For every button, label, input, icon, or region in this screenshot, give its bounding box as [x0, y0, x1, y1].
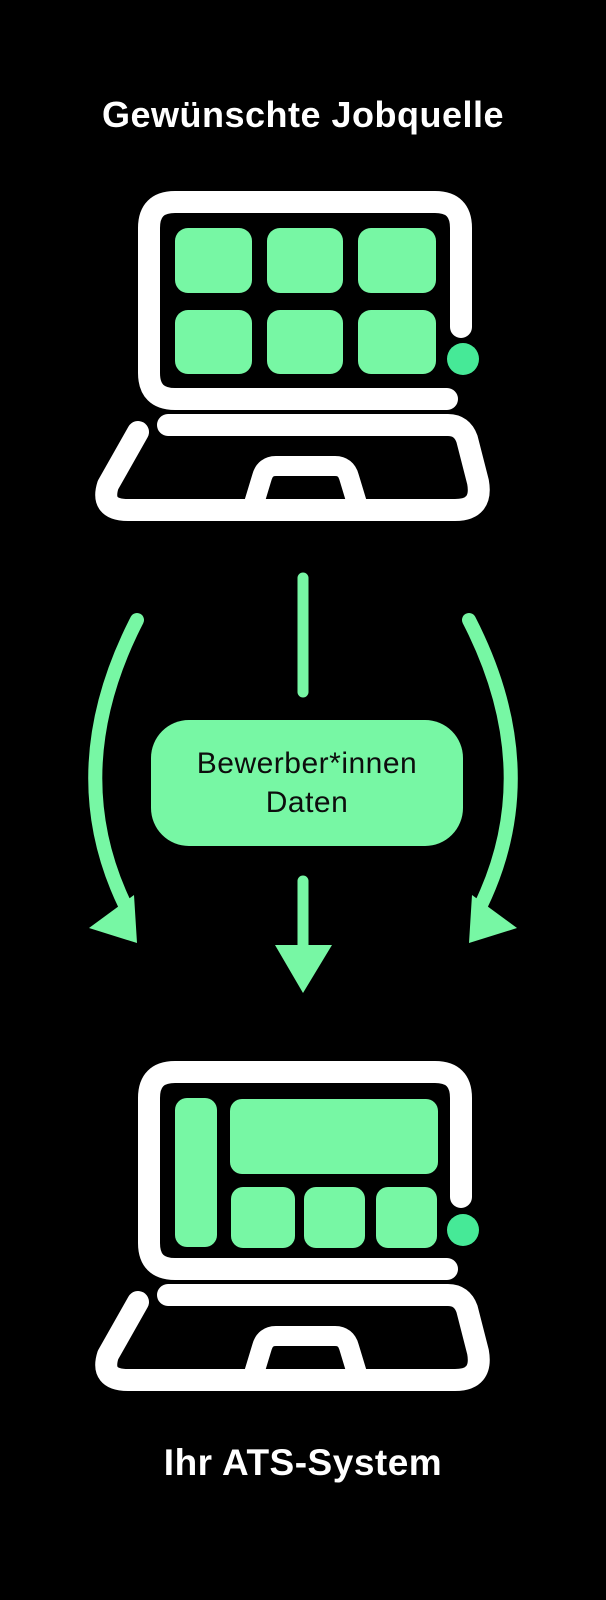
green-dot-icon: [447, 343, 479, 375]
dashboard-card-tile: [304, 1187, 365, 1248]
dashboard-card-tile: [231, 1187, 295, 1248]
laptop-base-outline: [95, 414, 490, 521]
job-tile: [358, 228, 436, 293]
laptop-screen-outline: [138, 191, 472, 410]
curved-right-arrowhead: [469, 895, 517, 943]
ats-system-label: Ihr ATS-System: [163, 1442, 443, 1483]
job-tile: [175, 310, 252, 374]
curved-left-arrowhead: [89, 895, 137, 943]
dashboard-card-tile: [376, 1187, 437, 1248]
applicant-data-label-line1: Bewerber*innen: [196, 747, 418, 780]
curved-left-arrow-icon: [88, 613, 144, 912]
dashboard-sidebar-tile: [175, 1098, 217, 1247]
data-flow-arrows: [88, 572, 518, 993]
laptop-with-tile-grid-icon: [95, 191, 490, 521]
applicant-data-box: Bewerber*innen Daten: [151, 720, 463, 846]
straight-down-arrowhead: [275, 945, 332, 993]
laptop-notch-outline: [242, 456, 369, 520]
laptop-base-outline: [95, 1284, 490, 1391]
job-tile: [267, 228, 343, 293]
green-dot-icon: [447, 1214, 479, 1246]
dashboard-header-tile: [230, 1099, 438, 1174]
laptop-notch-outline: [242, 1326, 369, 1390]
curved-right-arrow-icon: [462, 613, 518, 912]
page-title: Gewünschte Jobquelle: [101, 94, 505, 135]
applicant-data-label-line2: Daten: [265, 786, 349, 819]
job-tile: [175, 228, 252, 293]
job-tile: [267, 310, 343, 374]
laptop-screen-outline: [138, 1061, 472, 1280]
job-tile: [358, 310, 436, 374]
laptop-with-dashboard-icon: [95, 1061, 490, 1391]
